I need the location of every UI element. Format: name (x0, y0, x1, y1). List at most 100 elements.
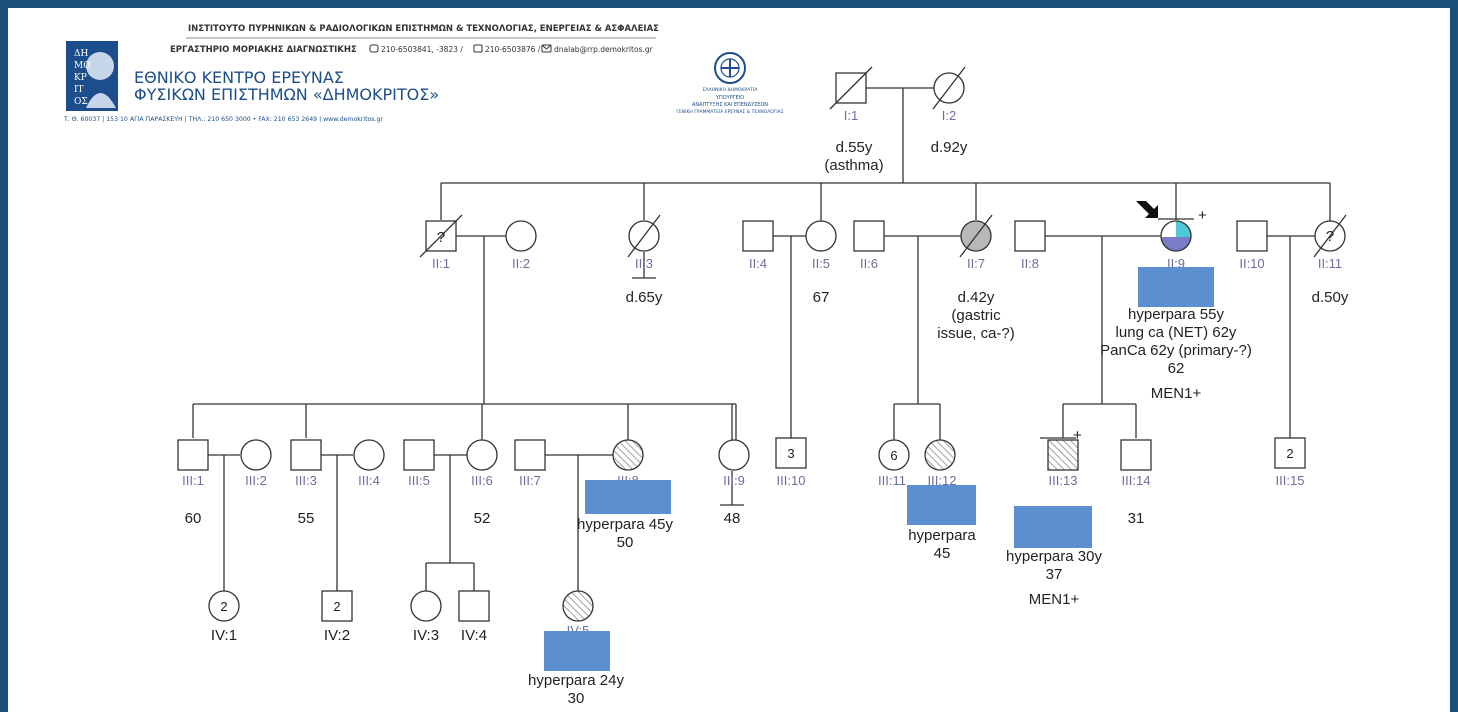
note-II-11: d.50y (1312, 289, 1349, 306)
individual-II-3: II:3 d.65y (626, 214, 663, 306)
note-III-6: 52 (474, 510, 491, 527)
note-II-9-a: hyperpara 55y (1128, 306, 1224, 323)
label-II-11: II:11 (1318, 256, 1342, 271)
lab-email: dnalab@rrp.demokritos.gr (554, 45, 654, 54)
note-III-14: 31 (1128, 510, 1145, 527)
individual-II-8: II:8 (1014, 220, 1046, 271)
label-IV-4: IV:4 (461, 627, 487, 644)
individual-II-6: II:6 (853, 220, 885, 271)
label-III-1: III:1 (182, 473, 204, 488)
individual-I-2: I:2 d.92y (931, 66, 968, 156)
svg-text:ΜΟ: ΜΟ (74, 61, 91, 71)
label-III-7: III:7 (519, 473, 541, 488)
note-IV-5-b: 30 (568, 690, 585, 707)
individual-III-12: III:12 hyperpara 45 (907, 439, 976, 562)
individual-III-4: III:4 (353, 439, 385, 488)
individual-IV-3: IV:3 (410, 590, 442, 644)
note-III-12-a: hyperpara (908, 527, 976, 544)
note-III-8-a: hyperpara 45y (577, 516, 673, 533)
proband-arrow-icon (1136, 201, 1158, 218)
label-I-1: I:1 (844, 108, 858, 123)
label-III-6: III:6 (471, 473, 493, 488)
pedigree-lines (192, 87, 1331, 591)
note-III-12-b: 45 (934, 545, 951, 562)
note-III-1: 60 (185, 510, 202, 527)
institute-line: ΙΝΣΤΙΤΟΥΤΟ ΠΥΡΗΝΙΚΩΝ & ΡΑΔΙΟΛΟΓΙΚΩΝ ΕΠΙΣ… (188, 24, 659, 34)
note-III-9: 48 (724, 510, 741, 527)
highlight-box-III-12 (907, 485, 976, 525)
demokritos-logo: ΔΗ ΜΟ ΚΡ ΙΤ ΟΣ (66, 41, 118, 111)
note-II-9-d: 62 (1168, 360, 1185, 377)
note-IV-5-a: hyperpara 24y (528, 672, 624, 689)
note-III-13-a: hyperpara 30y (1006, 548, 1102, 565)
note-II-5: 67 (813, 289, 830, 306)
count-III-10: 3 (787, 446, 794, 461)
label-II-10: II:10 (1239, 256, 1264, 271)
label-II-7: II:7 (967, 256, 985, 271)
pedigree-figure: ΙΝΣΤΙΤΟΥΤΟ ΠΥΡΗΝΙΚΩΝ & ΡΑΔΙΟΛΟΓΙΚΩΝ ΕΠΙΣ… (63, 24, 1349, 707)
label-III-13: III:13 (1049, 473, 1078, 488)
note-I-2: d.92y (931, 139, 968, 156)
individual-II-4: II:4 (742, 220, 774, 271)
count-IV-2: 2 (333, 599, 340, 614)
note-II-7-b: (gastric (951, 307, 1001, 324)
center-name-line1: ΕΘΝΙΚΟ ΚΕΝΤΡΟ ΕΡΕΥΝΑΣ (134, 68, 344, 87)
highlight-box-III-13 (1014, 506, 1092, 548)
fax-icon (473, 44, 483, 53)
individual-IV-4: IV:4 (458, 590, 490, 644)
individual-III-1: III:1 60 (177, 439, 209, 527)
label-III-14: III:14 (1122, 473, 1151, 488)
individual-I-1: I:1 d.55y (asthma) (824, 66, 884, 174)
address-line: Τ. Θ. 60037 | 153 10 ΑΓΙΑ ΠΑΡΑΣΚΕΥΗ | ΤΗ… (63, 116, 383, 123)
svg-text:ΟΣ: ΟΣ (74, 97, 88, 107)
label-III-3: III:3 (295, 473, 317, 488)
individual-III-8: III:8 hyperpara 45y 50 (577, 439, 673, 551)
unknown-mark-II-11: ? (1326, 228, 1334, 245)
label-II-2: II:2 (512, 256, 530, 271)
individual-II-7: II:7 d.42y (gastric issue, ca-?) (937, 214, 1015, 342)
email-icon (541, 44, 552, 53)
label-III-11: III:11 (878, 473, 906, 488)
ministry-line4: ΓΕΝΙΚΗ ΓΡΑΜΜΑΤΕΙΑ ΕΡΕΥΝΑΣ & ΤΕΧΝΟΛΟΓΙΑΣ (676, 109, 783, 115)
count-III-11: 6 (890, 448, 897, 463)
label-II-8: II:8 (1021, 256, 1039, 271)
individual-II-1: ? II:1 (419, 214, 463, 271)
individual-III-6: III:6 52 (466, 439, 498, 527)
ministry-line2: ΥΠΟΥΡΓΕΙΟ (715, 95, 744, 101)
deceased-plus-II-9: + (1198, 207, 1207, 224)
label-IV-2: IV:2 (324, 627, 350, 644)
label-II-4: II:4 (749, 256, 767, 271)
individual-III-13: + III:13 hyperpara 30y 37 MEN1+ (1006, 427, 1102, 608)
note-I-1-b: (asthma) (824, 157, 883, 174)
label-III-5: III:5 (408, 473, 430, 488)
svg-text:ΚΡ: ΚΡ (74, 73, 87, 83)
label-III-10: III:10 (777, 473, 806, 488)
individual-II-11: ? II:11 d.50y (1312, 214, 1349, 306)
label-IV-3: IV:3 (413, 627, 439, 644)
note-II-9-e: MEN1+ (1151, 385, 1202, 402)
count-III-15: 2 (1286, 446, 1293, 461)
label-III-15: III:15 (1276, 473, 1305, 488)
individual-III-3: III:3 55 (290, 439, 322, 527)
note-II-9-b: lung ca (NET) 62y (1116, 324, 1237, 341)
svg-text:ΔΗ: ΔΗ (74, 49, 88, 59)
individual-III-7: III:7 (514, 439, 546, 488)
ministry-line3: ΑΝΑΠΤΥΞΗΣ ΚΑΙ ΕΠΕΝΔΥΣΕΩΝ (692, 102, 768, 108)
individual-II-5: II:5 67 (805, 220, 837, 306)
header-block: ΙΝΣΤΙΤΟΥΤΟ ΠΥΡΗΝΙΚΩΝ & ΡΑΔΙΟΛΟΓΙΚΩΝ ΕΠΙΣ… (63, 24, 784, 123)
lab-line: ΕΡΓΑΣΤΗΡΙΟ ΜΟΡΙΑΚΗΣ ΔΙΑΓΝΩΣΤΙΚΗΣ (170, 45, 357, 55)
note-II-7-c: issue, ca-?) (937, 325, 1015, 342)
individual-III-9: III:9 48 (718, 439, 750, 527)
note-II-3: d.65y (626, 289, 663, 306)
note-I-1-a: d.55y (836, 139, 873, 156)
lab-phone: 210-6503841, -3823 / (381, 45, 463, 54)
deceased-plus-III-13: + (1073, 427, 1082, 444)
note-III-3: 55 (298, 510, 315, 527)
individual-III-14: III:14 31 (1120, 439, 1152, 527)
count-IV-1: 2 (220, 599, 227, 614)
individual-III-2: III:2 (240, 439, 272, 488)
note-II-7-a: d.42y (958, 289, 995, 306)
label-II-3: II:3 (635, 256, 653, 271)
individual-III-15: 2 III:15 (1274, 437, 1306, 488)
